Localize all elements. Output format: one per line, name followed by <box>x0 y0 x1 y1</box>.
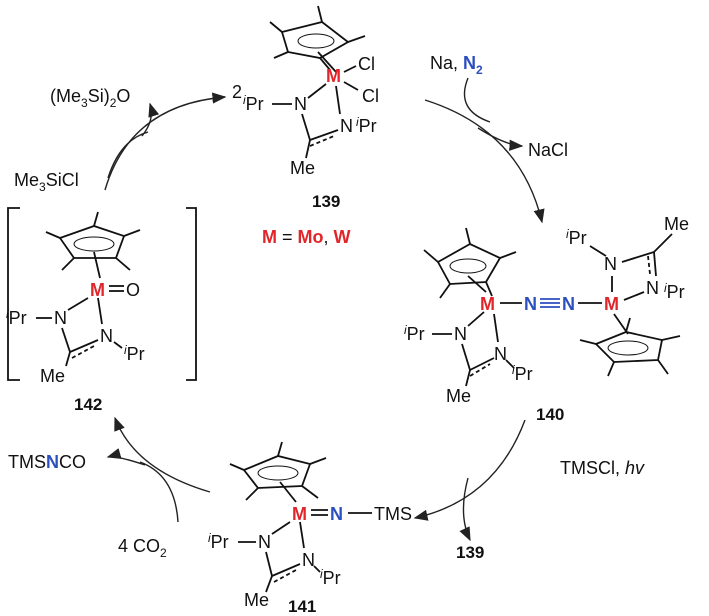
stoich-coefficient: 2 <box>232 82 242 102</box>
metal-atom: M <box>326 66 341 86</box>
methyl: Me <box>290 158 315 178</box>
chloride-1: Cl <box>358 54 375 74</box>
ipr-left-2: iPr <box>512 363 533 384</box>
compound-number-142: 142 <box>74 395 102 414</box>
reagent-labels: Na, N2 NaCl TMSCl, hv 139 4 CO2 TMSNCO M… <box>8 53 645 562</box>
arrow-me3sicl-in <box>107 131 149 179</box>
arrow-nacl-out <box>477 127 524 151</box>
dinitrogen-n2: N <box>562 294 575 314</box>
methyl: Me <box>40 366 65 386</box>
methyl-right: Me <box>664 214 689 234</box>
arrow-na-n2-in <box>463 77 491 123</box>
methyl: Me <box>244 590 269 610</box>
arrow-142-to-139 <box>104 92 227 191</box>
ipr-left-1: iPr <box>404 323 425 344</box>
compound-number-139: 139 <box>312 192 340 211</box>
reagent-na-n2: Na, N2 <box>430 53 483 77</box>
reagent-nacl: NaCl <box>528 140 568 160</box>
metal-atom-right: M <box>604 294 619 314</box>
cp-ring-left <box>436 242 502 285</box>
nitrogen-left-1: N <box>454 324 467 344</box>
nitrogen-left: N <box>54 308 67 328</box>
compound-142: M O iPr N N iPr Me 142 <box>6 207 197 414</box>
reagent-me3sicl: Me3SiCl <box>14 170 79 194</box>
chloride-2: Cl <box>362 86 379 106</box>
methyl-left: Me <box>446 386 471 406</box>
cp-ring <box>242 455 312 489</box>
compound-139: M Cl Cl 2 iPr N N iPr Me 139 <box>232 5 379 211</box>
ipr-left: iPr <box>6 307 27 328</box>
imido-nitrogen: N <box>330 504 343 524</box>
ipr-left: iPr <box>243 93 264 114</box>
nitrogen-right-2: N <box>646 278 659 298</box>
reagent-tmscl-hv: TMSCl, hv <box>560 458 645 478</box>
cp-ring <box>58 225 126 259</box>
nitrogen-right: N <box>340 116 353 136</box>
reagent-product-139: 139 <box>456 543 484 562</box>
metal-atom: M <box>90 280 105 300</box>
arrow-co2-in <box>139 461 179 523</box>
ipr-right-2: iPr <box>664 281 685 302</box>
compound-number-140: 140 <box>536 405 564 424</box>
ipr-left: iPr <box>208 531 229 552</box>
cp-ring-right <box>594 331 664 363</box>
ipr-right: iPr <box>124 343 145 364</box>
arrow-tmsnco-out <box>106 448 146 466</box>
reagent-co2: 4 CO2 <box>118 536 167 560</box>
ipr-right: iPr <box>320 567 341 588</box>
oxo-atom: O <box>126 280 140 300</box>
reagent-tmsnco: TMSNCO <box>8 452 86 472</box>
bracket-left <box>7 207 20 381</box>
nitrogen-right: N <box>302 550 315 570</box>
arrow-141-to-142 <box>114 416 211 493</box>
nitrogen-left-2: N <box>494 344 507 364</box>
cycle-arrows <box>104 77 545 542</box>
nitrogen-left: N <box>294 94 307 114</box>
ipr-right-1: iPr <box>566 227 587 248</box>
nitrogen-right: N <box>100 326 113 346</box>
metal-legend: M = Mo, W <box>262 227 351 247</box>
arrow-139-out <box>459 477 471 542</box>
nitrogen-right-1: N <box>604 254 617 274</box>
tms-group: TMS <box>374 504 412 524</box>
nitrogen-left: N <box>258 532 271 552</box>
reagent-siloxane: (Me3Si)2O <box>50 86 130 110</box>
compound-140: M N N M iPr N N iPr Me iPr N Me N iPr <box>404 214 689 424</box>
bracket-right <box>186 207 197 381</box>
compound-number-141: 141 <box>288 597 316 616</box>
compound-141: M N TMS iPr N N iPr Me 141 <box>208 441 412 616</box>
arrow-siloxane-out <box>141 102 160 137</box>
metal-atom: M <box>292 504 307 524</box>
arrow-140-to-141 <box>413 419 526 521</box>
metal-atom-left: M <box>480 294 495 314</box>
arrow-139-to-140 <box>424 99 545 224</box>
dinitrogen-n1: N <box>524 294 537 314</box>
cp-ring <box>280 21 350 59</box>
ipr-right: iPr <box>356 115 377 136</box>
cp-ring-aromatic <box>297 33 335 49</box>
